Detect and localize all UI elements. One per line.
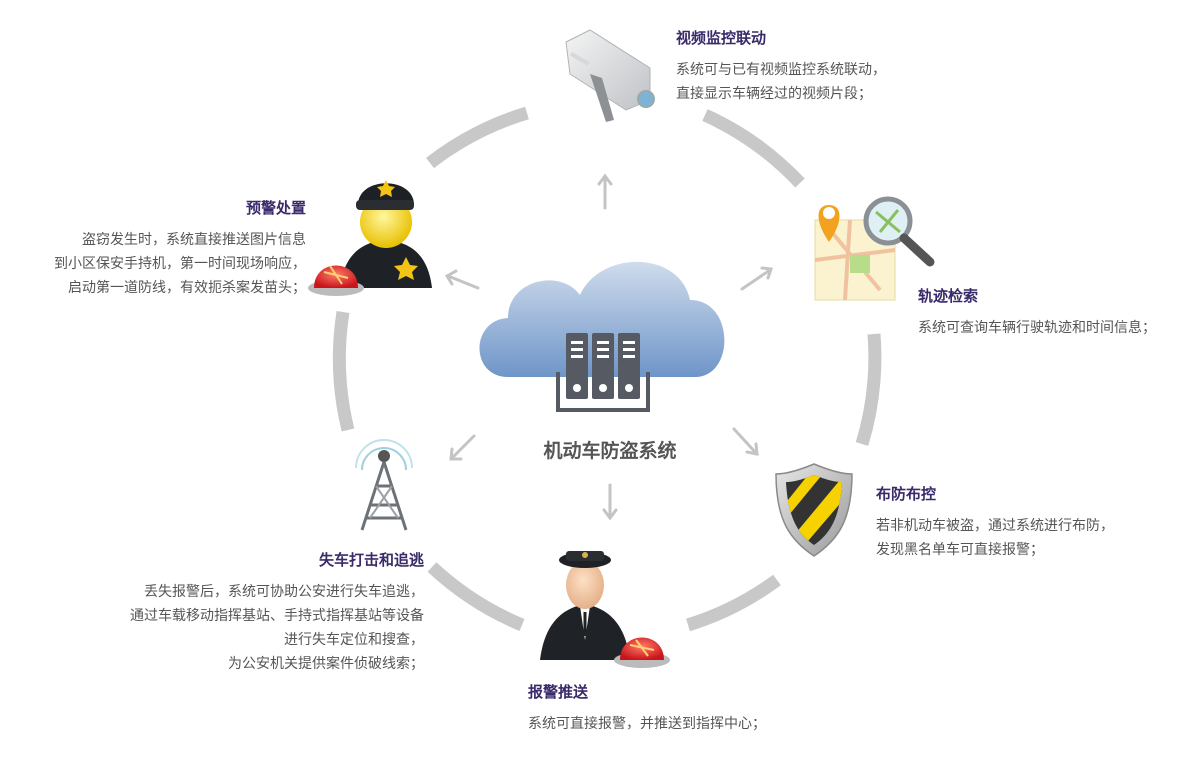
module-desc-line: 系统可直接报警，并推送到指挥中心；: [528, 716, 766, 732]
arrow-lower-left-icon: [449, 434, 476, 461]
guard-siren-icon: [308, 180, 432, 296]
module-desc-line: 直接显示车辆经过的视频片段；: [676, 86, 872, 102]
arrow-upper-right-icon: [740, 266, 774, 291]
module-desc-line: 若非机动车被盗，通过系统进行布防，: [876, 518, 1114, 534]
module-title: 失车打击和追逃: [318, 551, 424, 569]
arrow-up-icon: [597, 173, 613, 210]
module-pursuit: 失车打击和追逃 丢失报警后，系统可协助公安进行失车追逃， 通过车载移动指挥基站、…: [20, 550, 424, 676]
module-desc-line: 系统可查询车辆行驶轨迹和时间信息；: [918, 320, 1156, 336]
module-title: 轨迹检索: [918, 287, 979, 305]
security-camera-icon: [565, 29, 655, 122]
shield-icon: [775, 463, 853, 557]
arrow-down-icon: [602, 483, 618, 521]
module-desc-line: 通过车载移动指挥基站、手持式指挥基站等设备: [130, 608, 424, 624]
officer-siren-icon: [540, 551, 670, 668]
ring-arc-right: [855, 333, 882, 446]
module-title: 视频监控联动: [676, 29, 767, 47]
map-search-icon: [814, 196, 935, 301]
ring-arc-top-right: [702, 109, 805, 188]
module-title: 预警处置: [245, 199, 306, 217]
arrow-lower-right-icon: [732, 427, 759, 456]
ring-arc-top-left: [426, 106, 529, 169]
module-track: 轨迹检索 系统可查询车辆行驶轨迹和时间信息；: [918, 286, 1198, 340]
module-desc-line: 到小区保安手持机，第一时间现场响应，: [54, 256, 306, 272]
ring-arc-bottom-left: [427, 562, 525, 632]
ring-arc-bottom-right: [686, 574, 781, 632]
module-title: 布防布控: [876, 485, 937, 503]
module-desc-line: 丢失报警后，系统可协助公安进行失车追逃，: [144, 584, 424, 600]
module-desc-line: 进行失车定位和搜查，: [284, 632, 424, 648]
module-desc-line: 盗窃发生时，系统直接推送图片信息: [82, 232, 306, 248]
module-arm: 布防布控 若非机动车被盗，通过系统进行布防， 发现黑名单车可直接报警；: [876, 484, 1196, 562]
ring-arc-left: [332, 310, 355, 432]
arrow-upper-left-icon: [444, 269, 480, 290]
radio-tower-icon: [355, 439, 413, 531]
module-desc-line: 系统可与已有视频监控系统联动，: [676, 62, 886, 78]
cloud-server-icon: [479, 261, 725, 412]
center-label: 机动车防盗系统: [543, 440, 677, 462]
module-title: 报警推送: [528, 683, 589, 701]
module-alarm: 报警推送 系统可直接报警，并推送到指挥中心；: [528, 682, 848, 736]
module-desc-line: 为公安机关提供案件侦破线索；: [228, 656, 424, 672]
module-desc-line: 发现黑名单车可直接报警；: [876, 542, 1044, 558]
module-video: 视频监控联动 系统可与已有视频监控系统联动， 直接显示车辆经过的视频片段；: [676, 28, 1006, 106]
module-desc-line: 启动第一道防线，有效扼杀案发苗头；: [68, 280, 306, 296]
module-warning: 预警处置 盗窃发生时，系统直接推送图片信息 到小区保安手持机，第一时间现场响应，…: [4, 198, 306, 300]
